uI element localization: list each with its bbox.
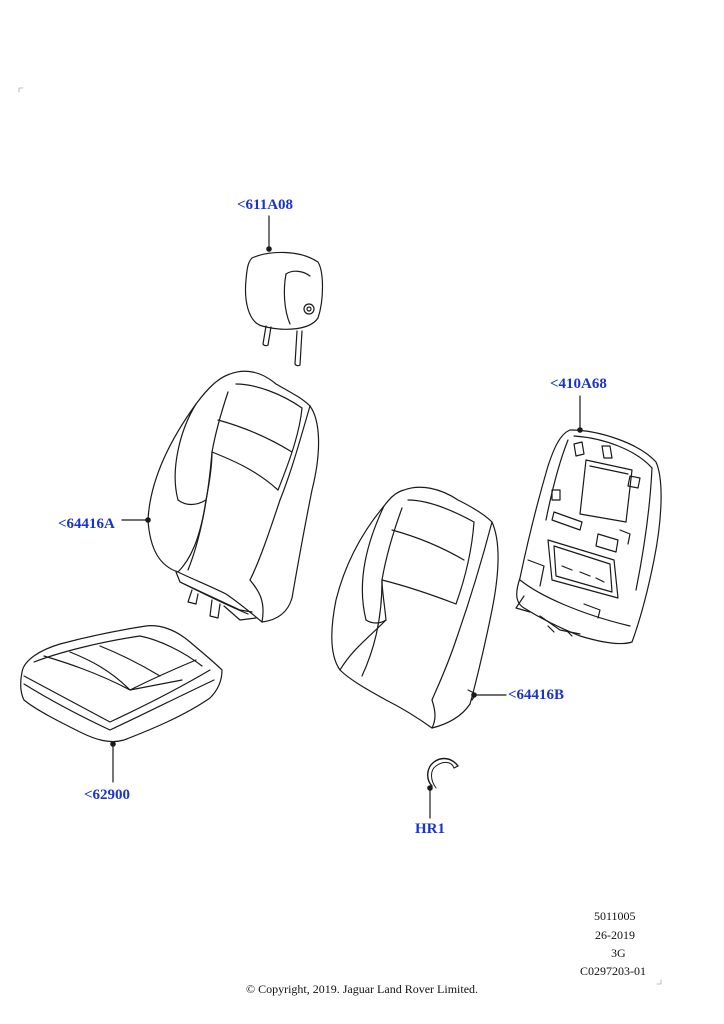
- copyright-notice: © Copyright, 2019. Jaguar Land Rover Lim…: [245, 982, 479, 996]
- hog-ring: [427, 757, 459, 789]
- illustration-id: C0297203-01: [580, 964, 646, 978]
- callout-headrest[interactable]: <611A08: [237, 197, 294, 213]
- corner-mark-top-left: [18, 87, 24, 93]
- leader-line-backrest-a: [121, 517, 151, 523]
- callout-hog-ring[interactable]: HR1: [415, 821, 445, 837]
- reference-date: 26-2019: [595, 928, 635, 942]
- callout-backrest-cover-b[interactable]: <64416B: [508, 687, 565, 703]
- callout-cushion-cover[interactable]: <62900: [84, 787, 131, 803]
- leader-line-backrest-frame: [577, 395, 583, 433]
- callout-backrest-frame[interactable]: <410A68: [550, 376, 607, 392]
- leader-line-cushion: [110, 741, 116, 783]
- backrest-cover-a: [147, 370, 320, 623]
- backrest-frame: [515, 429, 662, 645]
- leader-line-backrest-b: [471, 692, 507, 698]
- headrest: [244, 251, 324, 367]
- callout-backrest-cover-a[interactable]: <64416A: [58, 516, 115, 532]
- leader-line-hog-ring: [427, 785, 433, 819]
- reference-number: 5011005: [594, 909, 636, 923]
- cushion-cover: [20, 625, 223, 743]
- corner-mark-bottom-right: [656, 979, 662, 985]
- reference-code: 3G: [611, 946, 626, 960]
- leader-line-headrest: [266, 215, 272, 252]
- backrest-cover-b: [331, 486, 499, 729]
